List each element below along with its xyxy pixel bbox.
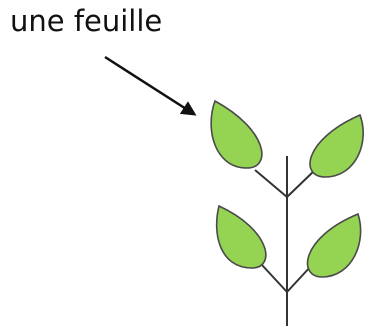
branch-upper-left: [254, 169, 288, 198]
leaf-bottom-right: [306, 212, 362, 278]
pointer-arrow: [104, 55, 197, 116]
leaf-top-right: [309, 113, 364, 178]
branch-lower-left: [261, 264, 288, 293]
branch-upper-right: [286, 169, 316, 198]
leaf-label: une feuille: [10, 4, 163, 38]
leaf-top-left: [210, 99, 263, 169]
branch-lower-right: [286, 264, 313, 293]
leaf-bottom-left: [215, 204, 267, 269]
